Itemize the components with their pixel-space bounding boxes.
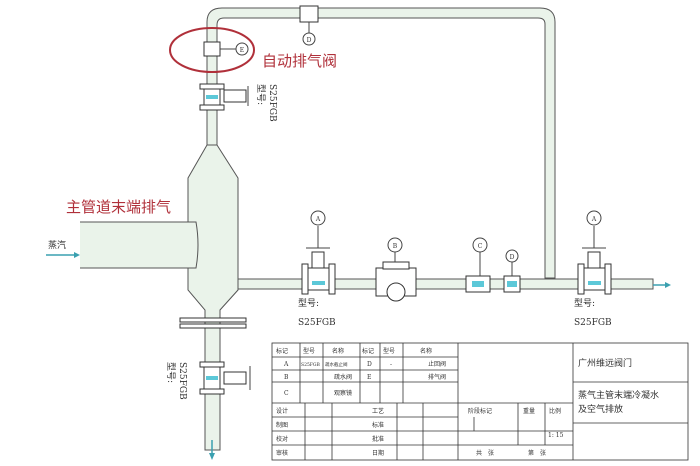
svg-text:B: B [393,243,398,250]
svg-text:批准: 批准 [372,435,384,443]
svg-text:标记: 标记 [276,347,288,355]
total-sheets: 共 张 [476,449,494,457]
svg-text:工艺: 工艺 [372,407,384,415]
upper-globe-valve [199,83,249,111]
scale-label: 比例 [549,407,561,415]
lower-flange [179,317,247,329]
scale-value: 1: 15 [548,432,564,439]
stage-mark-label: 阶段标记 [468,407,492,415]
parts-row-c: C 观察镜 [284,389,352,397]
svg-text:排气阀: 排气阀 [428,373,446,381]
model-value-left: S25FGB [298,318,336,328]
auto-vent-valve-e [169,27,255,73]
svg-text:D: D [367,361,372,368]
marker-d-top: D [302,32,316,46]
steam-label: 蒸汽 [48,239,66,251]
svg-text:C: C [478,243,483,250]
svg-text:S25FGB: S25FGB [301,362,321,368]
model-value-lower: S25FGB [177,362,187,400]
svg-text:校对: 校对 [276,435,288,443]
model-value-right: S25FGB [574,318,612,328]
svg-text:观察镜: 观察镜 [334,389,352,397]
svg-text:C: C [284,390,289,397]
svg-text:A: A [283,361,289,368]
svg-text:名称: 名称 [420,347,432,355]
check-valve-d-branch [503,262,521,293]
company-name: 广州维远阀门 [578,357,632,369]
marker-d: D [505,249,519,263]
parts-row-b: B 疏水阀 E 排气阀 [284,373,446,381]
svg-text:标准: 标准 [372,421,384,429]
svg-text:-: - [390,361,392,368]
marker-e: E [235,42,249,56]
marker-c: C [472,237,488,253]
svg-text:E: E [240,47,244,54]
model-label-upper: 型号: [255,84,266,105]
sign-rows: 设计 工艺 制图 标准 校对 批准 审核 日期 [276,407,384,457]
auto-vent-valve-label: 自动排气阀 [262,52,337,70]
drain-branch-pipe [237,278,654,290]
svg-text:D: D [307,37,312,44]
weight-label: 重量 [523,407,535,415]
model-label-right: 型号: [574,298,595,309]
valve-a-right [577,226,612,295]
main-pipe-end-vent-label: 主管道末端排气 [66,198,171,216]
svg-text:标记: 标记 [362,347,374,355]
marker-b: B [387,237,403,253]
svg-text:设计: 设计 [276,407,288,415]
parts-row-a: A S25FGB 疏水截止阀 D - 止回阀 [283,360,446,368]
svg-text:制图: 制图 [276,421,288,429]
svg-text:D: D [510,254,515,261]
drawing-title-line2: 及空气排放 [578,403,623,415]
svg-text:审核: 审核 [276,449,288,457]
svg-text:B: B [284,374,289,381]
model-label-lower: 型号: [165,362,176,383]
sheet-number: 第 张 [528,449,546,457]
steam-trap-b [375,252,417,302]
model-value-upper: S25FGB [267,84,277,122]
condensate-header [187,144,239,451]
svg-text:疏水阀: 疏水阀 [334,373,352,381]
title-block [271,342,689,461]
svg-text:止回阀: 止回阀 [428,360,446,368]
check-valve-d [299,5,319,23]
svg-text:E: E [367,374,371,381]
main-steam-pipe [80,221,199,269]
highlight-ellipse [169,27,255,73]
svg-text:疏水截止阀: 疏水截止阀 [325,361,348,368]
valve-a-left [301,226,336,295]
svg-text:A: A [591,216,597,223]
svg-text:日期: 日期 [372,449,384,457]
svg-text:型号: 型号 [303,347,315,355]
title-block-headers: 标记 型号 名称 标记 型号 名称 [276,347,432,355]
marker-a-left: A [310,210,326,226]
drawing-title-line1: 蒸气主管末端冷凝水 [578,389,659,401]
model-label-left: 型号: [298,298,319,309]
svg-text:A: A [315,216,321,223]
svg-text:名称: 名称 [332,347,344,355]
svg-text:型号: 型号 [383,347,395,355]
sight-glass-c [465,252,491,293]
lower-globe-valve [199,361,251,395]
vent-pipe-loop [206,5,556,279]
marker-a-right: A [586,210,602,226]
